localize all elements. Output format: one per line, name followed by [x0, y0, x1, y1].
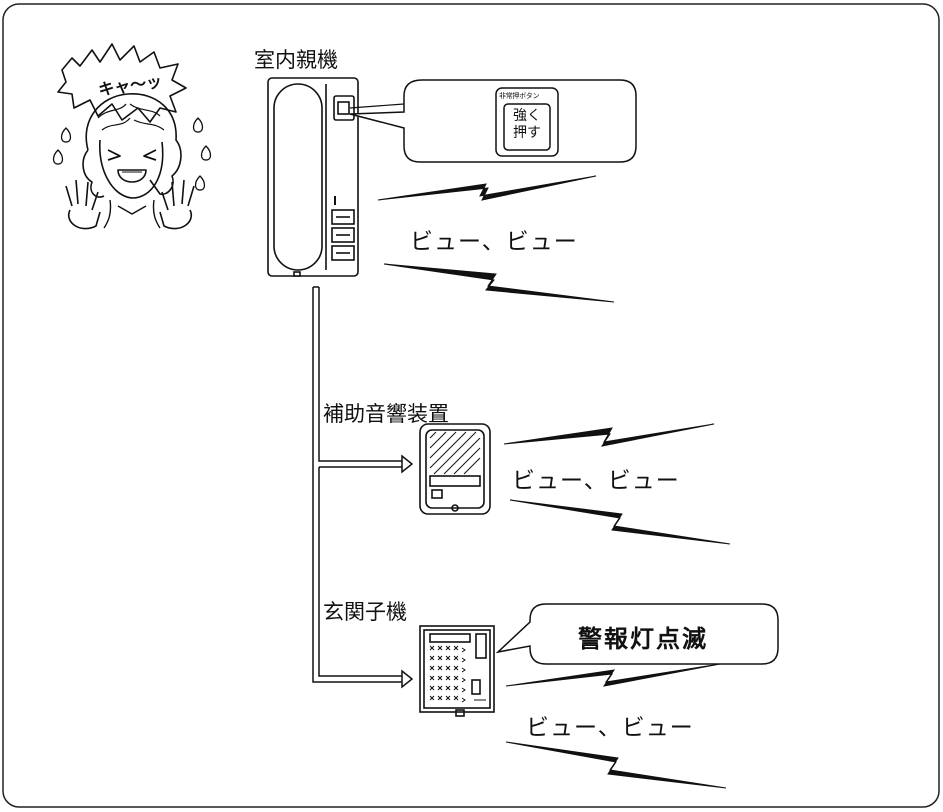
- sound-waves: [377, 175, 731, 789]
- alarm-lamp-text: 警報灯点滅: [578, 625, 708, 653]
- handset: [273, 83, 323, 271]
- sound-text-entrance: ビュー、ビュー: [526, 715, 694, 741]
- exclamation-burst: [57, 43, 187, 123]
- wave-entrance-upper: [505, 663, 721, 687]
- wave-master-lower: [383, 263, 615, 303]
- emergency-button-header: 非常押ボタン: [499, 92, 540, 100]
- face: [99, 139, 164, 199]
- sound-text-master: ビュー、ビュー: [410, 229, 578, 255]
- right-hand: [159, 179, 195, 230]
- unit-buttons: [331, 209, 355, 261]
- emergency-button-line2: 押す: [513, 125, 541, 141]
- screaming-girl-illustration: [52, 43, 212, 230]
- diagram-frame: [2, 3, 940, 808]
- arrow-to-entrance: [401, 669, 414, 689]
- mouth: [117, 169, 147, 183]
- entrance-unit-label: 玄関子機: [323, 600, 407, 624]
- aux-sounder-label: 補助音響装置: [323, 402, 449, 426]
- indoor-master-label: 室内親機: [254, 48, 338, 72]
- indoor-master-unit: [267, 77, 359, 277]
- alarm-lamp-callout: [495, 603, 779, 665]
- aux-sounder-device: [419, 423, 491, 515]
- left-hand: [65, 179, 101, 230]
- arrow-to-aux: [401, 454, 414, 474]
- emergency-button-text: 強く 押す: [504, 108, 550, 142]
- wave-aux-lower: [509, 499, 731, 545]
- wave-aux-upper: [503, 423, 715, 447]
- sound-text-aux: ビュー、ビュー: [512, 468, 680, 494]
- wiring: [312, 286, 414, 689]
- wave-entrance-lower: [505, 741, 727, 789]
- emergency-button-line1: 強く: [513, 108, 541, 124]
- emergency-button-callout: [349, 79, 637, 163]
- wave-master-upper: [377, 175, 597, 201]
- entrance-unit-device: [419, 625, 495, 717]
